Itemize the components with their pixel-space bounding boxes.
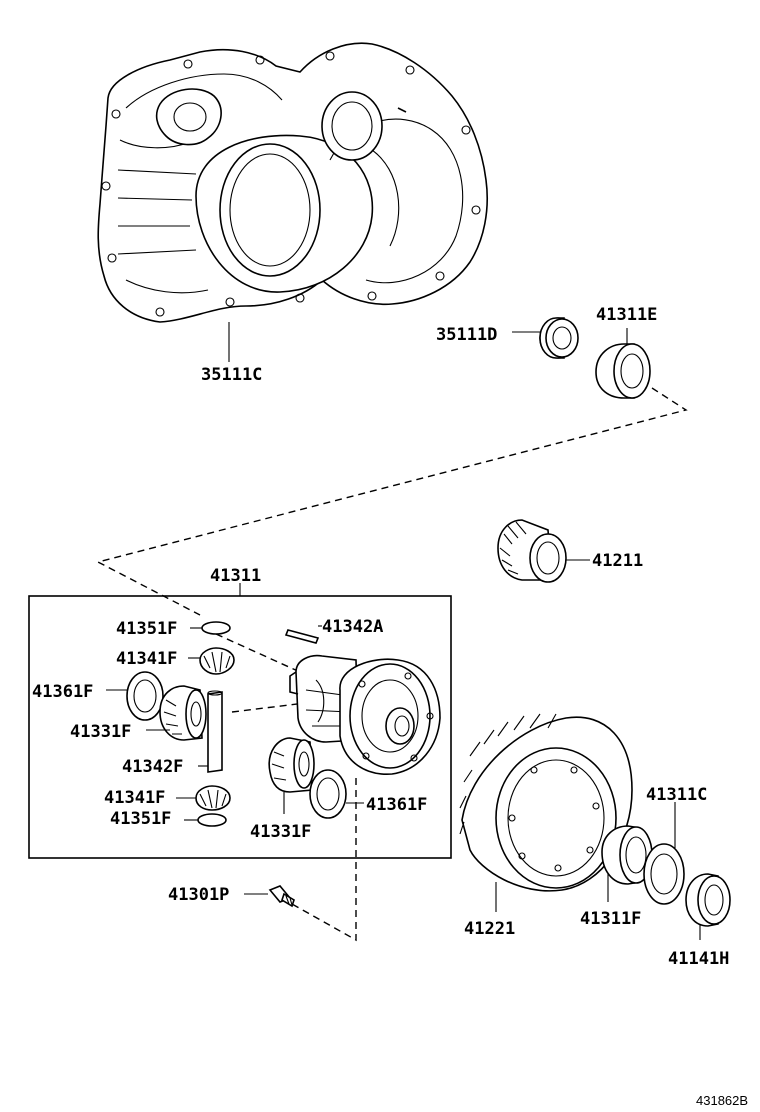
label-41331F-left[interactable]: 41331F [70,722,131,742]
diagram-id: 431862B [696,1093,748,1108]
thrust-washer-41351F-top[interactable] [201,621,231,635]
label-41342F[interactable]: 41342F [122,757,183,777]
label-41221[interactable]: 41221 [464,919,515,939]
label-41341F-bottom[interactable]: 41341F [104,788,165,808]
label-41341F-top[interactable]: 41341F [116,649,177,669]
differential-case[interactable] [289,654,441,775]
pinion-41341F-top[interactable] [199,647,235,675]
assembly-line-upper [96,387,688,616]
transaxle-housing[interactable] [97,42,489,323]
ring-gear-41221[interactable] [459,713,633,892]
pinion-shaft-41342F[interactable] [207,691,223,773]
assembly-line-lower [291,778,357,942]
pinion-gear-41211[interactable] [497,519,567,583]
label-41342A[interactable]: 41342A [322,617,383,637]
label-41211[interactable]: 41211 [592,551,643,571]
bearing-41311E[interactable] [595,343,651,399]
assembly-line-gear [231,699,331,713]
bolt-41301P[interactable] [268,885,295,908]
label-35111C[interactable]: 35111C [201,365,262,385]
label-41331F-right[interactable]: 41331F [250,822,311,842]
label-41311C[interactable]: 41311C [646,785,707,805]
bearing-race-41141H[interactable] [685,873,731,927]
label-41351F-top[interactable]: 41351F [116,619,177,639]
side-gear-41331F-left[interactable] [159,685,207,741]
pinion-41341F-bottom[interactable] [195,785,231,811]
label-41351F-bottom[interactable]: 41351F [110,809,171,829]
label-35111D[interactable]: 35111D [436,325,497,345]
shim-41311C[interactable] [643,843,685,905]
side-gear-41331F-right[interactable] [268,737,315,793]
thrust-washer-41351F-bottom[interactable] [197,813,227,827]
label-41361F-left[interactable]: 41361F [32,682,93,702]
label-41141H[interactable]: 41141H [668,949,729,969]
label-41311[interactable]: 41311 [210,566,261,586]
label-41311F[interactable]: 41311F [580,909,641,929]
label-41301P[interactable]: 41301P [168,885,229,905]
oil-seal-35111D[interactable] [539,317,579,359]
washer-41361F-right[interactable] [309,769,347,819]
washer-41361F-left[interactable] [126,671,164,721]
label-41361F-right[interactable]: 41361F [366,795,427,815]
pin-41342A[interactable] [284,629,320,644]
assembly-line-washer [215,633,301,673]
label-41311E[interactable]: 41311E [596,305,657,325]
